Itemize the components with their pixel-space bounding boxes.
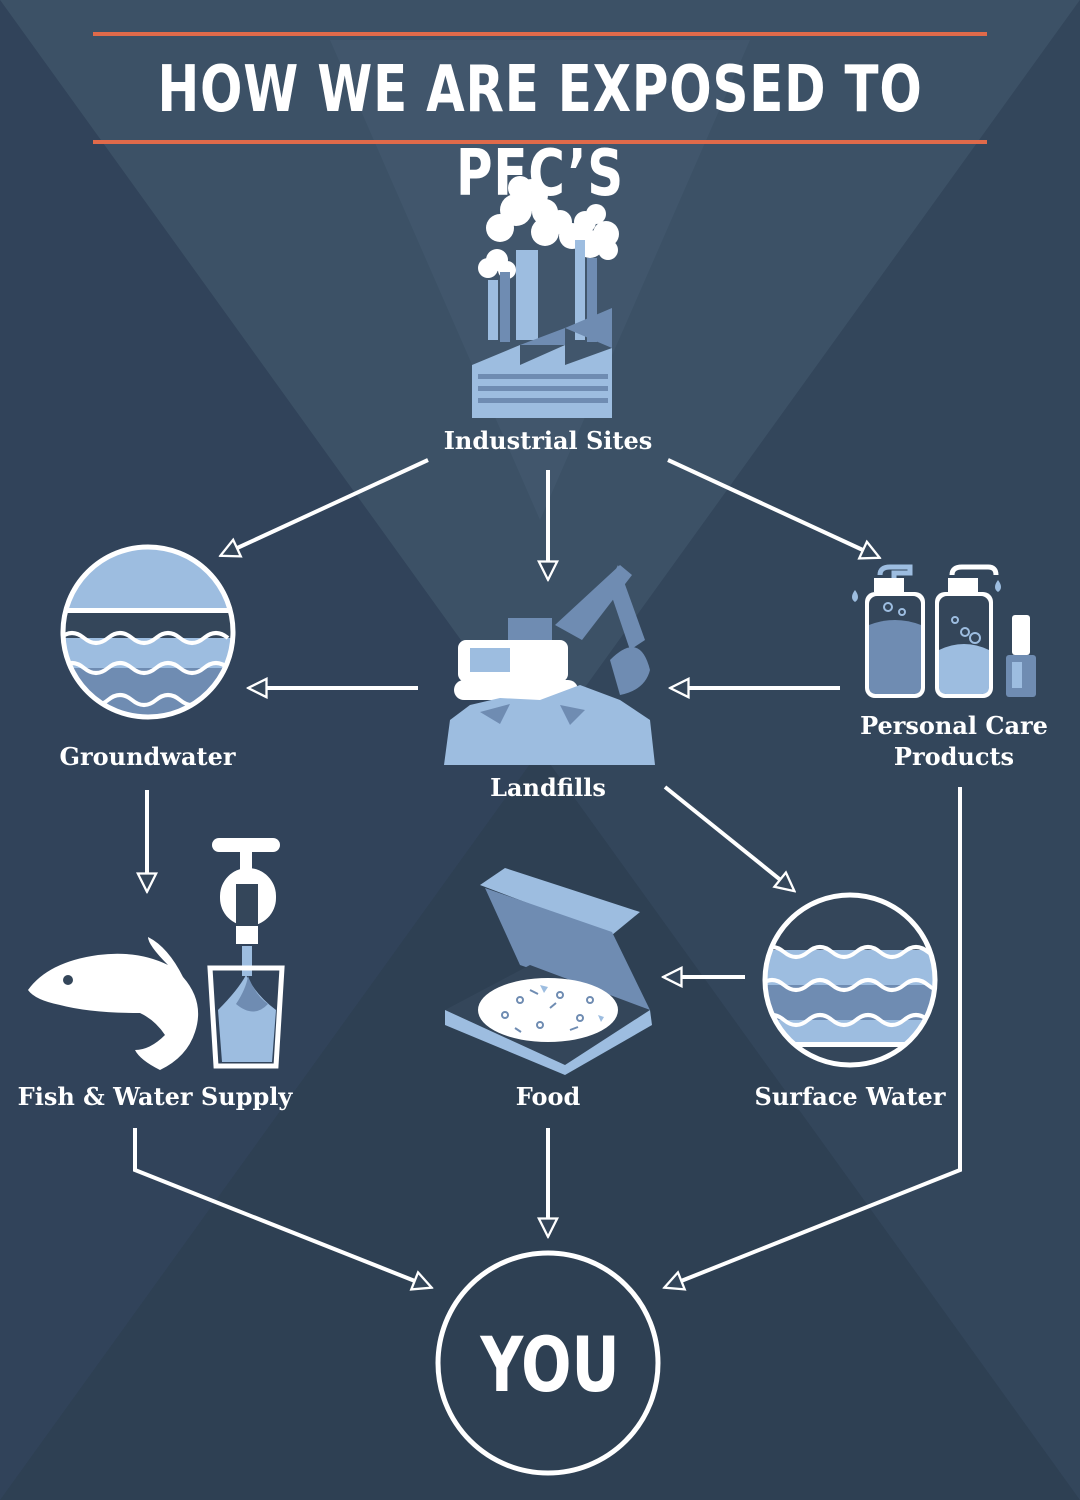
personal-care-icon: [852, 564, 1036, 698]
arrow-industrial-to-personal-care: [667, 458, 878, 557]
groundwater-icon: [60, 544, 236, 720]
surface-water-icon: [762, 892, 938, 1068]
label-personal-care-line2: Products: [893, 742, 1015, 771]
arrow-landfills-to-surface-water: [663, 785, 793, 890]
label-surface-water: Surface Water: [754, 1082, 946, 1111]
label-fish-water-supply: Fish & Water Supply: [17, 1082, 293, 1111]
landfill-icon: [444, 565, 655, 765]
title-rule-bottom: [93, 140, 987, 144]
arrow-fish-water-to-you: [133, 1128, 430, 1287]
arrow-industrial-to-groundwater: [222, 458, 429, 555]
label-food: Food: [515, 1082, 581, 1111]
arrow-personal-care-to-you: [666, 787, 962, 1287]
faucet-glass-icon: [207, 838, 285, 1069]
fish-icon: [28, 937, 199, 1070]
label-personal-care-line1: Personal Care: [860, 711, 1048, 740]
label-landfills: Landfills: [490, 773, 606, 802]
factory-icon: [472, 176, 619, 418]
pizza-box-icon: [445, 868, 652, 1075]
label-groundwater: Groundwater: [59, 742, 236, 771]
title-rule-top: [93, 32, 987, 36]
you-circle: [435, 1250, 661, 1476]
label-industrial-sites: Industrial Sites: [443, 426, 653, 455]
you-label: YOU: [480, 1320, 620, 1409]
page-title: HOW WE ARE EXPOSED TO PFC’S: [157, 53, 923, 211]
